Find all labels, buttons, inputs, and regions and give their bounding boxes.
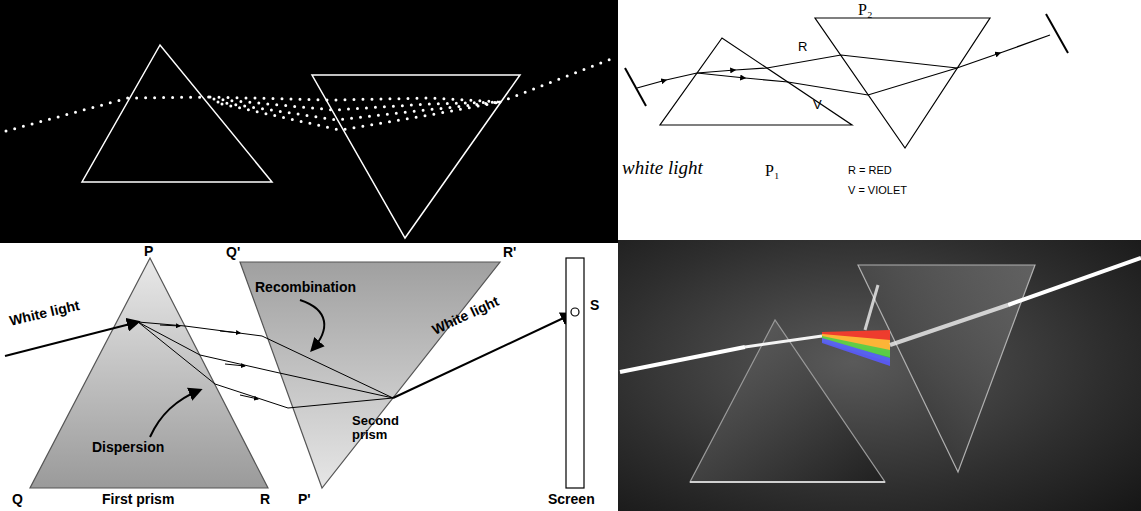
label: V = VIOLET [848,184,907,196]
label: White light [8,298,81,329]
label: Screen [548,492,595,507]
label: Q' [226,245,240,260]
label: R [260,492,270,507]
label: white light [622,158,703,179]
label: First prism [102,492,174,507]
label: S [590,298,599,313]
label: P₁ [765,162,779,180]
label: R [798,40,807,54]
label: R' [503,245,516,260]
label: R = RED [848,164,892,176]
label: P₂ [858,1,872,19]
label: Second prism [352,414,414,443]
label: P [144,244,153,259]
label: Dispersion [92,440,164,455]
label: P' [298,492,311,507]
label: White light [430,294,501,338]
label: Recombination [255,280,356,295]
label: V [813,98,822,112]
label: Q [12,492,23,507]
